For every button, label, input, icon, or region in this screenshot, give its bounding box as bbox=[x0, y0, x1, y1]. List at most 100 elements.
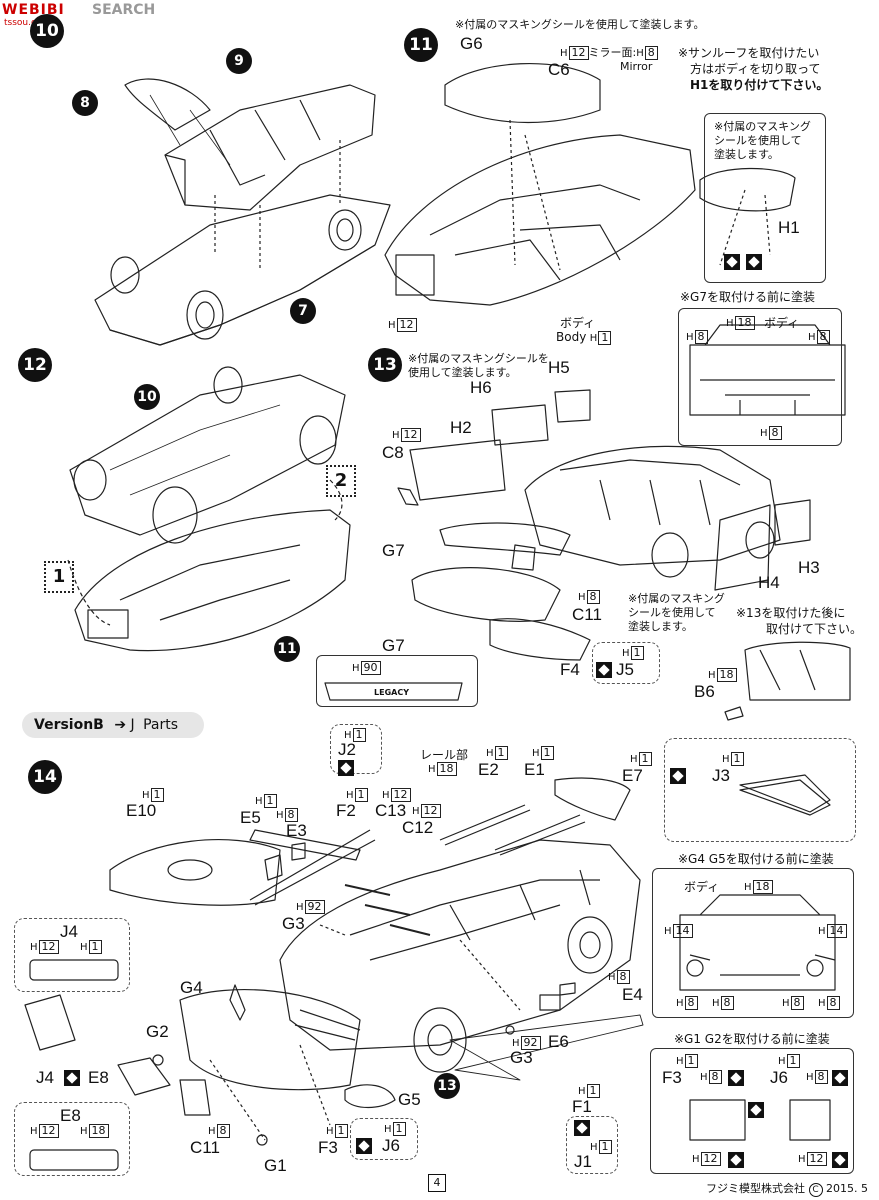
part-8-badge: 8 bbox=[72, 90, 98, 116]
label-c13: C13 bbox=[375, 801, 407, 820]
g1g2-j6-paint-icon-2 bbox=[832, 1152, 848, 1168]
s13-f4-mask-2: シールを使用して bbox=[628, 606, 716, 619]
label-e2: E2 bbox=[478, 760, 499, 779]
label-e5: E5 bbox=[240, 808, 261, 827]
h1-box-note-2: シールを使用して bbox=[714, 134, 802, 147]
label-c8: C8 bbox=[382, 443, 404, 462]
label-h1: H1 bbox=[778, 218, 800, 237]
label-j4: J4 bbox=[36, 1068, 54, 1087]
step-10-badge: 10 bbox=[30, 14, 64, 48]
g1g2-f3: F3 bbox=[662, 1068, 682, 1087]
part-7-badge: 7 bbox=[290, 298, 316, 324]
label-e6: E6 bbox=[548, 1032, 569, 1051]
label-j1: J1 bbox=[574, 1152, 592, 1171]
g4g5-paint-box bbox=[652, 868, 854, 1018]
label-g5: G5 bbox=[398, 1090, 421, 1109]
h1-box-note-3: 塗装します。 bbox=[714, 148, 779, 161]
label-c6: C6 bbox=[548, 60, 570, 79]
step-12-badge: 12 bbox=[18, 348, 52, 382]
ref-1-box: 1 bbox=[44, 561, 74, 593]
sunroof-note-3: H1を取り付けて下さい。 bbox=[690, 78, 829, 92]
watermark: WEBIBI SEARCH tssou.com bbox=[0, 0, 180, 28]
j2-paint-icon bbox=[338, 760, 354, 776]
label-f4: F4 bbox=[560, 660, 580, 679]
s13-f4-mask-3: 塗装します。 bbox=[628, 620, 693, 633]
sunroof-note-2: 方はボディを切り取って bbox=[690, 62, 821, 76]
label-j2: J2 bbox=[338, 740, 356, 759]
label-j6: J6 bbox=[382, 1136, 400, 1155]
body-label-jp: ボディ bbox=[560, 316, 596, 330]
g7-box-title: ※G7を取付ける前に塗装 bbox=[680, 290, 815, 304]
j5-paint-icon bbox=[596, 662, 612, 678]
version-b-target: J bbox=[130, 717, 135, 733]
sunroof-note-1: ※サンルーフを取付けたい bbox=[678, 46, 820, 60]
g1g2-j6: J6 bbox=[770, 1068, 788, 1087]
label-c11-s14: C11 bbox=[190, 1138, 220, 1157]
label-h5: H5 bbox=[548, 358, 570, 377]
step-11-badge: 11 bbox=[404, 28, 438, 62]
label-e4: E4 bbox=[622, 985, 643, 1004]
j4-grille-box bbox=[14, 918, 130, 992]
label-b6: B6 bbox=[694, 682, 715, 701]
label-e7: E7 bbox=[622, 766, 643, 785]
j4-paint-icon bbox=[64, 1070, 80, 1086]
version-b-banner: VersionB ➔ J Parts bbox=[22, 712, 204, 738]
h1-mask-box bbox=[704, 113, 826, 283]
g1g2-f3-paint-icon bbox=[728, 1070, 744, 1086]
mask-note-top: ※付属のマスキングシールを使用して塗装します。 bbox=[455, 18, 705, 31]
g7-detail-title: G7 bbox=[382, 636, 405, 655]
g4g5-body-label: ボディ bbox=[684, 880, 720, 894]
j3-paint-icon bbox=[670, 768, 686, 784]
version-b-parts: Parts bbox=[143, 717, 179, 733]
label-g6: G6 bbox=[460, 34, 483, 53]
g1g2-j6-paint-icon bbox=[832, 1070, 848, 1086]
watermark-sub: tssou.com bbox=[4, 18, 51, 28]
label-j3: J3 bbox=[712, 766, 730, 785]
rail-label: レール部 bbox=[420, 748, 469, 762]
label-g2: G2 bbox=[146, 1022, 169, 1041]
j1-box bbox=[566, 1116, 618, 1174]
watermark-site: SEARCH bbox=[92, 2, 156, 18]
label-j5: J5 bbox=[616, 660, 634, 679]
s13-f4-mask-1: ※付属のマスキング bbox=[628, 592, 725, 605]
g7-detail-box bbox=[316, 655, 478, 707]
label-h3: H3 bbox=[798, 558, 820, 577]
ref-2-box: 2 bbox=[326, 465, 356, 497]
footer-date: 2015. 5 bbox=[826, 1182, 868, 1195]
step-13-badge: 13 bbox=[368, 348, 402, 382]
j1-paint-icon bbox=[574, 1120, 590, 1136]
label-c11: C11 bbox=[572, 605, 602, 624]
label-g7: G7 bbox=[382, 541, 405, 560]
label-h2: H2 bbox=[450, 418, 472, 437]
label-g1: G1 bbox=[264, 1156, 287, 1175]
footer-company-name: フジミ模型株式会社 bbox=[706, 1182, 805, 1195]
footer-copyright: C bbox=[808, 1183, 823, 1197]
label-c12: C12 bbox=[402, 818, 434, 837]
